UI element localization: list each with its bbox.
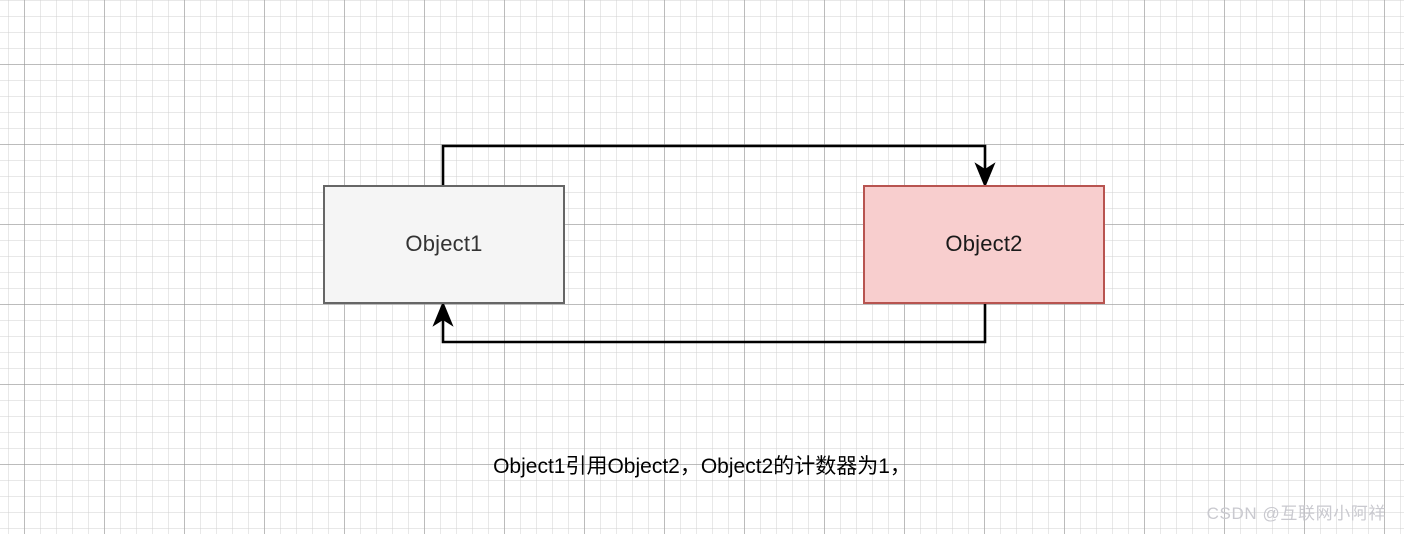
edge-object2-to-object1-path — [441, 304, 987, 344]
edge-object2-to-object1[interactable] — [432, 301, 987, 344]
node-object2[interactable]: Object2 — [863, 185, 1105, 304]
arrowhead-up-icon — [432, 301, 454, 327]
diagram-caption: Object1引用Object2，Object2的计数器为1， Object2引… — [0, 392, 1404, 534]
node-object2-label: Object2 — [945, 231, 1023, 257]
edge-object1-to-object2-path — [441, 144, 987, 185]
edge-object1-to-object2[interactable] — [441, 144, 996, 188]
node-object1-label: Object1 — [405, 231, 483, 257]
node-object1[interactable]: Object1 — [323, 185, 565, 304]
arrowhead-down-icon — [974, 162, 996, 188]
csdn-watermark: CSDN @互联网小阿祥 — [1206, 504, 1386, 523]
caption-line-1: Object1引用Object2，Object2的计数器为1， — [493, 455, 911, 478]
